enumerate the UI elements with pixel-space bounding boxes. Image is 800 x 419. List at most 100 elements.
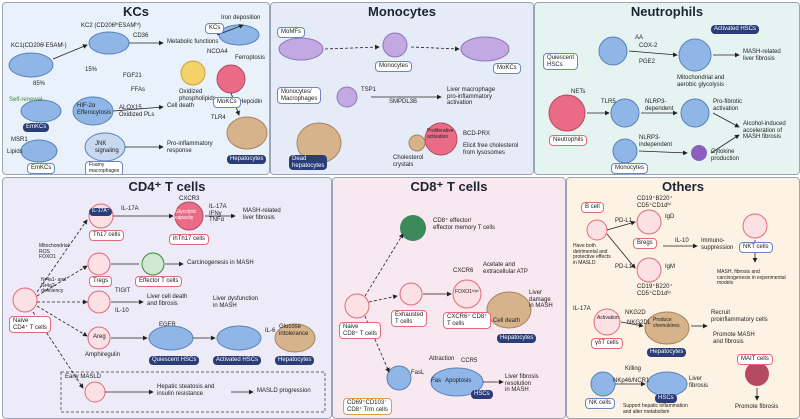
- recruit-label: Recruit proinflammatory cells: [711, 310, 768, 323]
- foxo1-label: FOXO1ʰⁱᵍʰ: [455, 289, 479, 295]
- qhsc-box: Quiescent HSCs: [149, 356, 200, 365]
- aa-label: AA: [635, 35, 644, 41]
- activation-label: Activation: [597, 315, 619, 321]
- kcs-small-box: KCs: [205, 23, 225, 34]
- attraction-label: Attraction: [429, 356, 455, 362]
- effmem-label: CD8⁺ effector/ effector memory T cells: [433, 218, 496, 231]
- killing-label: Killing: [625, 366, 642, 372]
- cd4-cytok-label: IL-17A IFNγ TNFα: [209, 204, 227, 224]
- glyco-label: Glycolytic capacity: [175, 209, 197, 221]
- ccr5-label: CCR5: [461, 358, 478, 364]
- others-panel: Others B cell CD19⁺B220⁺ CD5⁺CD1dʰⁱ IgD …: [566, 177, 800, 419]
- others-il10-label: IL-10: [675, 238, 689, 244]
- glucose-label: Glucose intolerance: [279, 324, 309, 337]
- monocytes-title: Monocytes: [368, 4, 436, 19]
- neut-monocytes-box: Monocytes: [611, 163, 649, 174]
- liverfib-label: Liver fibrosis: [689, 376, 709, 389]
- alox-label: ALOX15 Oxidized PLs: [119, 105, 155, 118]
- cd8-title: CD8⁺ T cells: [410, 179, 488, 194]
- kc2-cell: [88, 31, 130, 55]
- hepatocyte-cell: [226, 116, 268, 150]
- kcs-hepatocytes-box: Hepatocytes: [227, 155, 267, 164]
- naive-cd8-box: Naive CD8⁺ T cells: [339, 322, 381, 340]
- foamy-box: Foamy macrophages: [85, 161, 124, 174]
- mono-monocytes-box: Monocytes: [375, 61, 413, 72]
- gdt-box: γδT cells: [591, 338, 623, 349]
- cd8-illustration: [344, 215, 532, 397]
- neutrophils-title: Neutrophils: [630, 4, 704, 19]
- nets-label: NETs: [571, 89, 586, 95]
- tregs-box: Tregs: [89, 276, 113, 287]
- others-hscs-box: HSCs: [655, 394, 677, 403]
- cd4-mash-label: MASH-related liver fibrosis: [243, 208, 281, 221]
- ferroptosis-label: Ferroptosis: [235, 55, 266, 61]
- neutrophils-panel: Neutrophils Quiescent HSCs AA COX-2 PGE2…: [534, 2, 800, 175]
- selfrenewal-label: Self-renewal: [9, 97, 43, 103]
- ahsc-box: Activated HSCs: [213, 356, 262, 365]
- mokcs-box: MoKCs: [213, 97, 241, 108]
- cd19a-label: CD19⁺B220⁺ CD5⁺CD1dʰⁱ: [637, 196, 673, 209]
- cd8-celldeath-label: Cell death: [493, 318, 521, 324]
- emkc2-cell: [20, 139, 58, 163]
- igd-label: IgD: [665, 214, 675, 220]
- kcs-iron-cell: [218, 24, 260, 46]
- tlr4-label: TLR4: [211, 115, 226, 121]
- nkcells-box: NK cells: [585, 398, 616, 409]
- nkg2d-label: NKG2D: [625, 310, 646, 316]
- kcs-illustration: [8, 24, 268, 163]
- elicit-label: Elicit free cholesterol from lysosomes: [463, 143, 519, 156]
- mono-mokcs-box: MoKCs: [493, 63, 521, 74]
- pge2-label: PGE2: [639, 59, 656, 65]
- cxcr3-label: CXCR3: [179, 196, 200, 202]
- promotefib-label: Promote fibrosis: [735, 404, 779, 410]
- others-illustration: [586, 209, 769, 401]
- mokc-cell: [216, 64, 246, 94]
- monomac-box: Monocytes/ Macrophages: [277, 87, 322, 105]
- hepcidin-label: Hepcidin: [239, 99, 263, 105]
- naive-cd4-box: Naive CD4⁺ T cells: [9, 316, 51, 334]
- lcd-fib-label: Liver cell death and fibrosis: [147, 294, 188, 307]
- nkp46-label: NKp46/NCR1: [613, 378, 650, 384]
- metabolic-label: Metabolic functions: [167, 39, 219, 45]
- others-title: Others: [662, 179, 704, 194]
- mait-box: MAIT cells: [737, 354, 773, 365]
- oxphos-label: Oxidized phospholipids: [179, 89, 216, 102]
- amph-label: Amphiregulin: [85, 352, 121, 358]
- kc1-cell: [8, 52, 54, 78]
- quiescent-box: Quiescent HSCs: [543, 53, 579, 71]
- momfs-box: MoMFs: [277, 27, 305, 38]
- pct15-label: 15%: [85, 67, 98, 73]
- egfr-label: EGFR: [159, 322, 176, 328]
- bcell-box: B cell: [581, 202, 604, 213]
- il6-label: IL-6: [265, 328, 276, 334]
- acetate-label: Acetate and extracellular ATP: [483, 262, 528, 275]
- resolution-label: Liver fibrosis resolution in MASH: [505, 374, 539, 394]
- oxphos-blob: [180, 60, 206, 86]
- nr4a-label: Nr4a1- and Nr4a2- deficiency: [41, 277, 67, 294]
- emkc1-cell: [20, 99, 62, 123]
- cd8-hscs-box: HSCs: [471, 390, 493, 399]
- igm-label: IgM: [665, 264, 676, 270]
- carcino-label: Carcinogenesis in MASH: [187, 260, 254, 266]
- promote-label: Promote MASH and fibrosis: [713, 332, 755, 345]
- nktdesc-label: MASH, fibrosis and carcinogenesis in exp…: [717, 269, 786, 286]
- exhausted-box: Exhausted T cells: [391, 310, 428, 328]
- others-il17a-label: IL-17A: [573, 306, 591, 312]
- bcd-label: BCD-PRX: [463, 131, 491, 137]
- cxcr6cells-box: CXCR6⁺ CD8⁺ T cells: [443, 312, 492, 330]
- nkg2dl-label: NKG2DL: [627, 320, 652, 326]
- ncoa-label: NCOA4: [207, 49, 228, 55]
- progression-label: MASLD progression: [257, 388, 311, 394]
- bregs-box: Bregs: [633, 238, 657, 249]
- fasl-label: FasL: [411, 370, 425, 376]
- prolif-label: Proliferative activation: [427, 128, 454, 140]
- cholesterol-label: Cholesterol crystals: [393, 155, 424, 168]
- bothroles-label: Have both detrimental and protective eff…: [573, 243, 611, 266]
- kc2-label: KC2 (CD206ʰⁱESAMʰⁱ): [81, 23, 141, 29]
- dead-box: Dead hepatocytes: [289, 155, 328, 171]
- pdl1a-label: PD-L1: [615, 218, 633, 224]
- others-hepatocytes-box: Hepatocytes: [647, 348, 687, 357]
- fgf21-label: FGF21: [123, 73, 142, 79]
- cox2-label: COX-2: [639, 43, 658, 49]
- il17a-label: IL-17A: [121, 206, 139, 212]
